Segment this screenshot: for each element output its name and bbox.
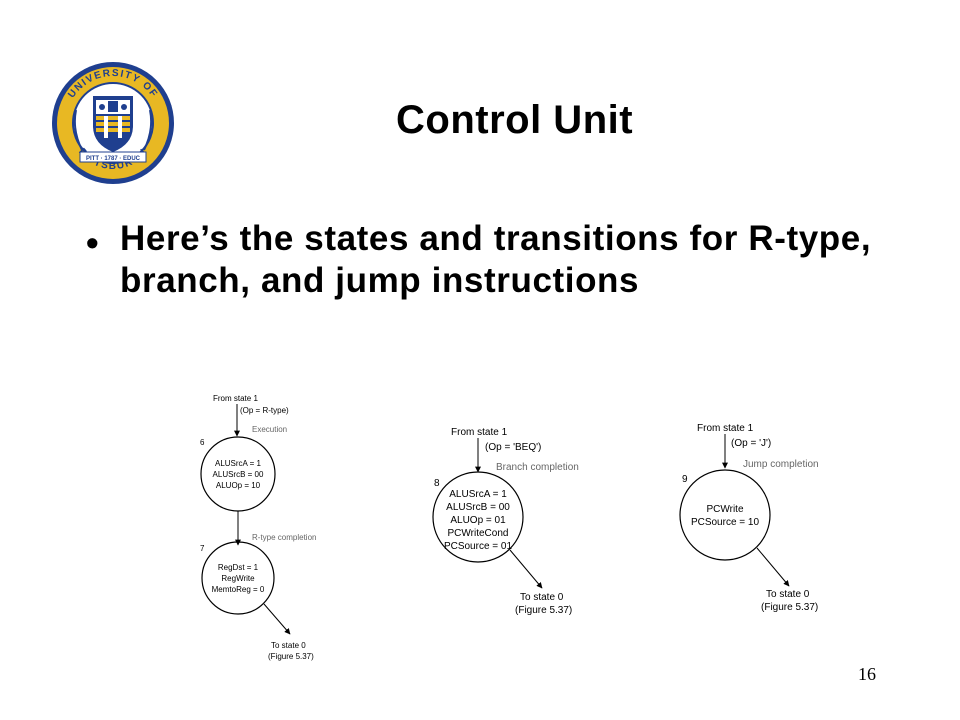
branch-to-label: To state 0: [520, 592, 564, 603]
rtype-condition: (Op = R-type): [240, 406, 289, 415]
branch-diagram: From state 1 (Op = 'BEQ') Branch complet…: [432, 427, 579, 616]
seal-ribbon-text: PITT · 1787 · EDUC: [86, 156, 141, 162]
state-7-circle: [201, 541, 275, 615]
jump-state-name: Jump completion: [743, 459, 819, 470]
rtype-from-label: From state 1: [213, 394, 258, 403]
branch-condition: (Op = 'BEQ'): [485, 442, 541, 453]
state-9-circle: [679, 469, 771, 561]
bullet-text: Here’s the states and transitions for R-…: [120, 219, 872, 300]
state-9-signal: PCSource = 10: [691, 517, 760, 528]
state-6-signal: ALUSrcA = 1: [215, 459, 262, 468]
state-8-signal: ALUOp = 01: [450, 515, 506, 526]
branch-to-ref: (Figure 5.37): [515, 605, 572, 616]
jump-diagram: From state 1 (Op = 'J') Jump completion …: [679, 423, 819, 613]
jump-state9-number: 9: [682, 474, 688, 485]
rtype-diagram: From state 1 (Op = R-type) Execution 6 A…: [200, 394, 316, 661]
state-7-signal: RegDst = 1: [218, 563, 259, 572]
state-8-signal: PCWriteCond: [448, 528, 509, 539]
rtype-state7-number: 7: [200, 544, 205, 553]
jump-to-label: To state 0: [766, 589, 810, 600]
jump-to-ref: (Figure 5.37): [761, 602, 818, 613]
bullet-marker: •: [86, 222, 99, 263]
state-8-signal: ALUSrcA = 1: [449, 489, 507, 500]
branch-state-name: Branch completion: [496, 462, 579, 473]
state-6-signal: ALUOp = 10: [216, 481, 261, 490]
page-number: 16: [858, 664, 876, 684]
university-seal-logo: UNIVERSITY OF PITTSBURGH PITT · 1787 · E…: [52, 62, 174, 184]
state-8-signal: ALUSrcB = 00: [446, 502, 510, 513]
branch-exit-arrow: [509, 549, 543, 589]
state-8-signal: PCSource = 01: [444, 541, 513, 552]
state-7-signal: RegWrite: [221, 574, 255, 583]
slide-title: Control Unit: [396, 98, 634, 142]
state-9-signal: PCWrite: [706, 504, 743, 515]
state-8-circle: [432, 471, 524, 563]
rtype-exit-arrow: [263, 603, 291, 635]
rtype-completion-name: R-type completion: [252, 533, 316, 542]
branch-state8-number: 8: [434, 478, 440, 489]
rtype-to-label: To state 0: [271, 641, 306, 650]
state-6-signal: ALUSrcB = 00: [213, 470, 264, 479]
rtype-to-ref: (Figure 5.37): [268, 652, 314, 661]
jump-condition: (Op = 'J'): [731, 438, 771, 449]
branch-from-label: From state 1: [451, 427, 508, 438]
jump-exit-arrow: [756, 547, 790, 587]
rtype-state6-number: 6: [200, 438, 205, 447]
state-7-signal: MemtoReg = 0: [212, 585, 265, 594]
jump-from-label: From state 1: [697, 423, 754, 434]
rtype-execution-name: Execution: [252, 425, 287, 434]
